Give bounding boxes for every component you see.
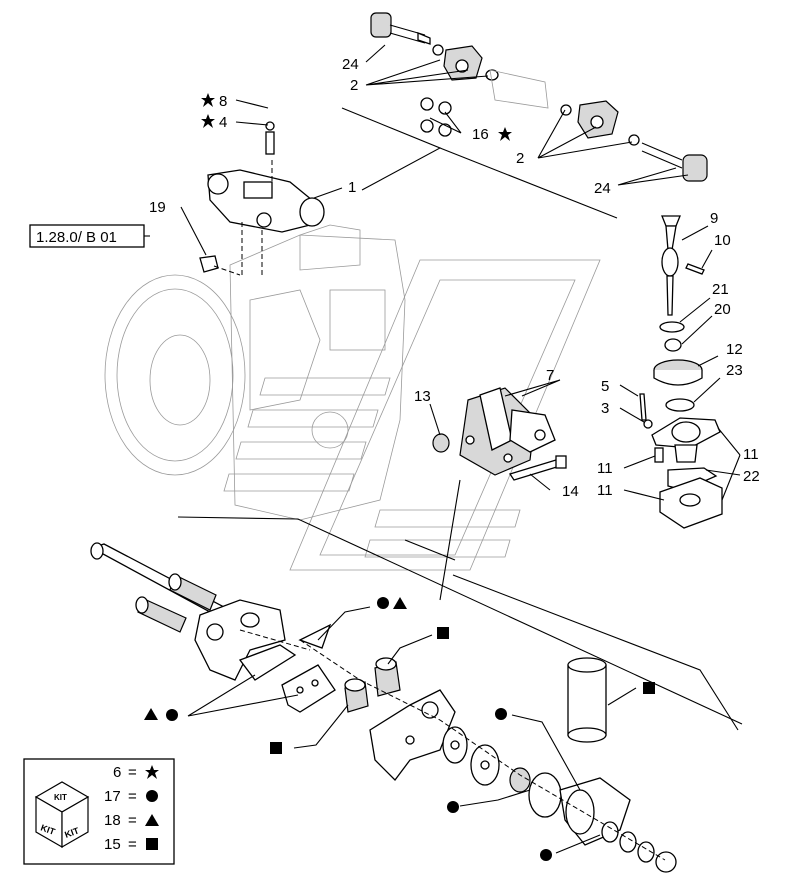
callout-8: 8 <box>219 93 227 110</box>
right-stack-group <box>639 215 723 529</box>
valve-1-group <box>207 121 325 275</box>
star-icon <box>201 93 215 107</box>
svg-text:KIT: KIT <box>63 825 81 840</box>
circle-icon <box>495 708 507 720</box>
reference-box[interactable]: 1.28.0/ B 01 <box>29 224 150 248</box>
star-icon <box>145 765 159 779</box>
legend-num-15: 15 <box>104 836 121 853</box>
square-icon <box>437 627 449 639</box>
callout-22: 22 <box>743 468 760 485</box>
callout-10: 10 <box>714 232 731 249</box>
callout-11: 11 <box>597 482 613 499</box>
circle-icon <box>377 597 389 609</box>
callout-24: 24 <box>594 180 611 197</box>
svg-text:=: = <box>128 812 137 829</box>
bush-c <box>509 767 531 793</box>
bush-20 <box>664 338 682 352</box>
callout-24: 24 <box>342 56 359 73</box>
right-stack-leaders <box>619 225 741 501</box>
callout-21: 21 <box>712 281 729 298</box>
callout-23: 23 <box>726 362 743 379</box>
square-icon <box>146 838 158 850</box>
callout-13: 13 <box>414 388 431 405</box>
crank-plate <box>369 689 456 781</box>
callout-11: 11 <box>597 460 613 477</box>
callout-5: 5 <box>601 378 609 395</box>
square-icon <box>270 742 282 754</box>
ring-23 <box>665 398 695 412</box>
triangle-icon <box>144 708 158 720</box>
lower-linkage-group <box>90 542 677 873</box>
oring-21 <box>659 321 685 333</box>
center-leaders <box>177 379 743 731</box>
callout-4: 4 <box>219 114 227 131</box>
callout-11: 11 <box>743 446 759 463</box>
top-leaders <box>341 44 689 219</box>
leader-8 <box>235 99 269 109</box>
leader-4 <box>235 121 269 126</box>
legend-num-6: 6 <box>113 764 121 781</box>
lever-body <box>194 599 286 681</box>
leader-19 <box>180 206 207 256</box>
cap-24-top <box>370 12 392 38</box>
svg-text:KIT: KIT <box>54 793 67 802</box>
svg-text:=: = <box>128 836 137 853</box>
legend-num-17: 17 <box>104 788 121 805</box>
plug-19 <box>199 255 219 273</box>
pin-10 <box>685 263 705 275</box>
sleeve-15 <box>567 664 607 736</box>
bush-13 <box>432 433 450 453</box>
star-icon <box>201 114 215 128</box>
svg-text:=: = <box>128 788 137 805</box>
callout-16: 16 <box>472 126 489 143</box>
watermark-logo <box>223 259 601 571</box>
leader-1 <box>313 187 343 199</box>
callout-9: 9 <box>710 210 718 227</box>
callout-2: 2 <box>350 77 358 94</box>
callout-19: 19 <box>149 199 166 216</box>
svg-text:=: = <box>128 764 137 781</box>
lower-leaders <box>187 606 637 854</box>
reference-box-label: 1.28.0/ B 01 <box>36 229 117 246</box>
washer-3 <box>643 419 653 429</box>
circle-icon <box>146 790 158 802</box>
callout-labels: 24 2 8 4 16 2 24 1 19 9 10 21 20 12 23 7… <box>149 56 760 500</box>
callout-14: 14 <box>562 483 579 500</box>
engine-outline <box>104 224 406 521</box>
bracket-7-group <box>432 387 567 481</box>
disc-c <box>528 772 562 818</box>
square-icon <box>643 682 655 694</box>
callout-20: 20 <box>714 301 731 318</box>
triangle-icon <box>393 597 407 609</box>
legend-num-18: 18 <box>104 812 121 829</box>
cap-24-bottom <box>682 154 708 182</box>
triangle-icon <box>145 814 159 826</box>
svg-text:KIT: KIT <box>39 822 57 837</box>
circle-icon <box>166 709 178 721</box>
kit-cube-icon: KIT KIT KIT <box>34 781 90 849</box>
link-plate <box>281 664 336 713</box>
callout-2: 2 <box>516 150 524 167</box>
kit-legend: KIT KIT KIT 6 = 17 = 18 = 15 = <box>23 758 175 865</box>
drawing-symbols <box>144 93 655 861</box>
star-icon <box>498 127 512 141</box>
callout-12: 12 <box>726 341 743 358</box>
circle-icon <box>447 801 459 813</box>
circle-icon <box>540 849 552 861</box>
callout-3: 3 <box>601 400 609 417</box>
top-cartridge-group <box>370 12 708 182</box>
bolt-5 <box>639 393 647 421</box>
callout-1: 1 <box>348 179 356 196</box>
callout-7: 7 <box>546 367 554 384</box>
